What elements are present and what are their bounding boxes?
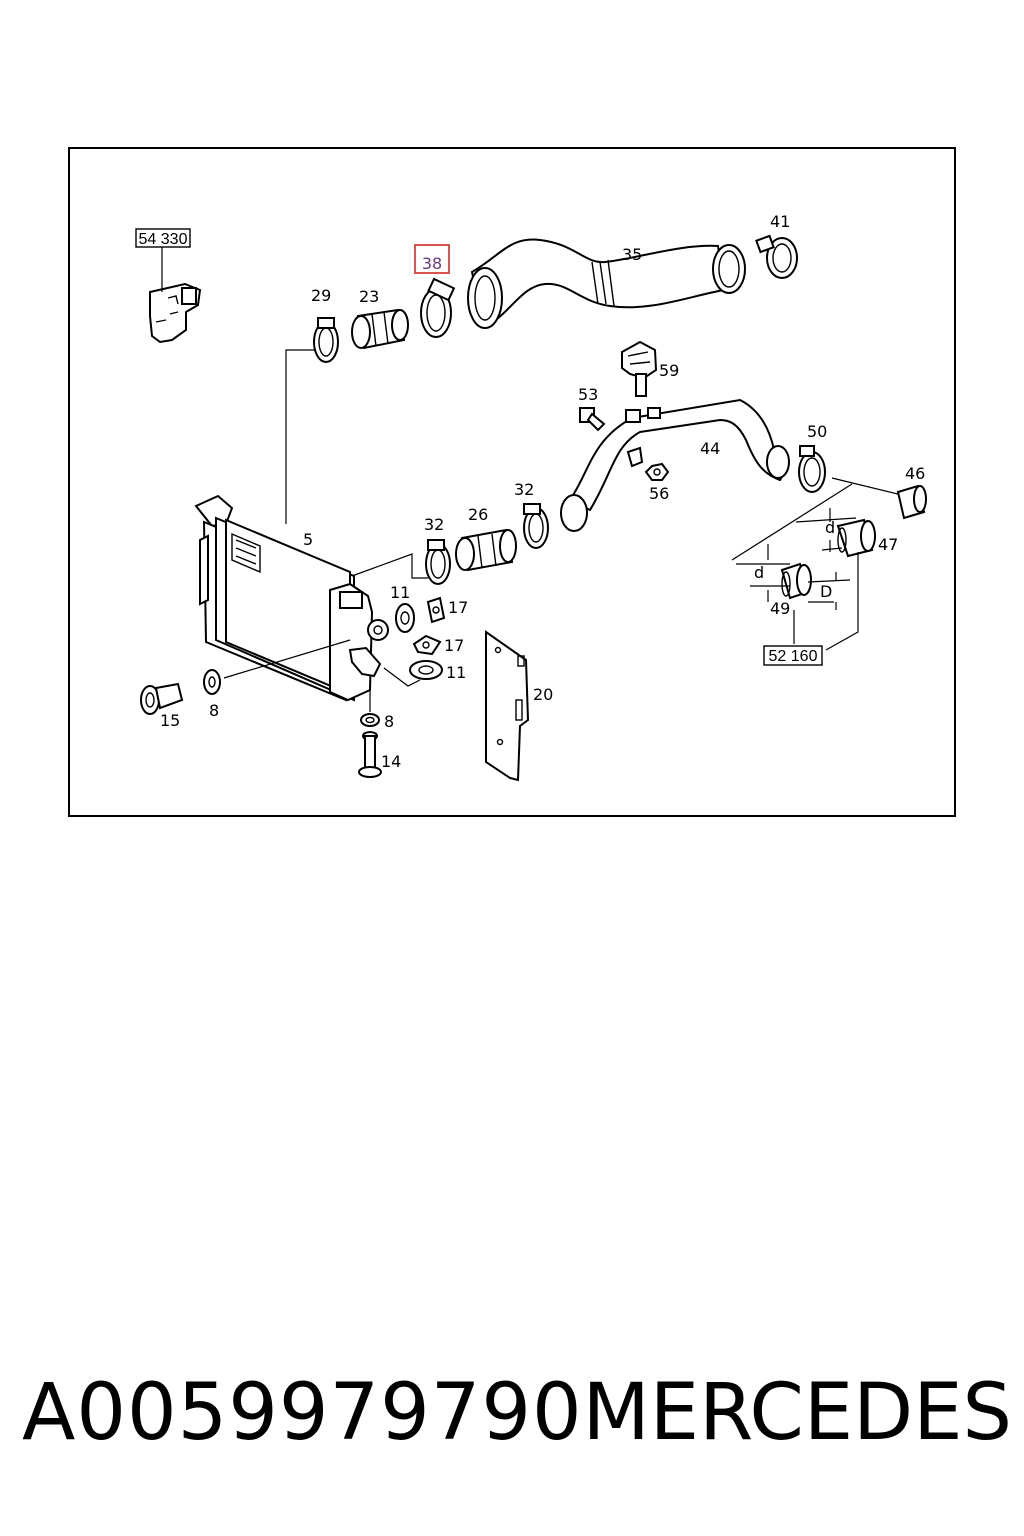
- part-53-bolt[interactable]: [579, 407, 606, 432]
- part-8a-bushing[interactable]: [203, 669, 221, 695]
- part-26-sleeve[interactable]: [455, 528, 517, 572]
- callout-41: 41: [770, 212, 790, 231]
- callout-52160: 52 160: [769, 648, 818, 665]
- callout-15: 15: [160, 711, 180, 730]
- part-17b-clip[interactable]: [412, 634, 442, 656]
- callout-35: 35: [622, 245, 642, 264]
- callout-50: 50: [807, 422, 827, 441]
- part-49-sleeve[interactable]: [780, 562, 812, 600]
- part-41-clamp[interactable]: [755, 234, 798, 279]
- callout-23: 23: [359, 287, 379, 306]
- part-11b-washer[interactable]: [409, 660, 443, 680]
- callout-44: 44: [700, 439, 720, 458]
- callout-20: 20: [533, 685, 553, 704]
- callout-38: 38: [422, 254, 442, 273]
- callout-56: 56: [649, 484, 669, 503]
- leader-46: [831, 477, 907, 497]
- callout-box-38: [414, 244, 450, 274]
- part-number: A0059979790: [22, 1368, 583, 1458]
- diagram-frame: [68, 147, 956, 817]
- callout-11a: 11: [390, 583, 410, 602]
- part-44-pipe[interactable]: [560, 398, 790, 532]
- part-35-hose[interactable]: [467, 238, 746, 329]
- leader-8a: [223, 639, 351, 679]
- part-38-clamp[interactable]: [420, 277, 456, 338]
- part-59-valve[interactable]: [621, 340, 658, 397]
- part-5-intercooler[interactable]: [194, 494, 389, 702]
- callout-11b: 11: [446, 663, 466, 682]
- callout-53: 53: [578, 385, 598, 404]
- part-15-bolt[interactable]: [140, 682, 184, 715]
- dimension-lines: [731, 483, 859, 651]
- part-32b-clamp[interactable]: [523, 503, 549, 549]
- callout-8a: 8: [209, 701, 219, 720]
- part-mount-bracket[interactable]: [348, 646, 382, 678]
- callout-46: 46: [905, 464, 925, 483]
- callout-17a: 17: [448, 598, 468, 617]
- callout-5: 5: [303, 530, 313, 549]
- callout-14: 14: [381, 752, 401, 771]
- part-11a-washer[interactable]: [395, 603, 415, 633]
- callout-box-54330: [135, 228, 191, 248]
- callout-29: 29: [311, 286, 331, 305]
- leader-5: [285, 349, 316, 524]
- part-32a-clamp[interactable]: [425, 539, 451, 585]
- leader-11b: [383, 667, 421, 687]
- part-50-clamp[interactable]: [798, 445, 826, 493]
- callout-d1: d: [825, 518, 835, 537]
- part-14-bolt[interactable]: [358, 731, 382, 778]
- part-46-sleeve[interactable]: [896, 484, 927, 520]
- callout-26: 26: [468, 505, 488, 524]
- callout-box-52160: [763, 645, 823, 666]
- part-47-sleeve[interactable]: [836, 518, 876, 558]
- part-20-bracket[interactable]: [485, 630, 530, 782]
- callout-47: 47: [878, 535, 898, 554]
- callout-32a: 32: [424, 515, 444, 534]
- callout-D: D: [820, 582, 832, 601]
- callout-32b: 32: [514, 480, 534, 499]
- callout-d2: d: [754, 563, 764, 582]
- part-8b-bushing[interactable]: [360, 713, 380, 727]
- brand-name: MERCEDES: [582, 1368, 1013, 1458]
- callout-49: 49: [770, 599, 790, 618]
- leader-32a: [351, 553, 428, 579]
- part-56-nut[interactable]: [644, 462, 670, 481]
- part-17a-clip[interactable]: [426, 596, 446, 624]
- callout-17b: 17: [444, 636, 464, 655]
- part-54330-sensor[interactable]: [149, 282, 202, 344]
- part-29-clamp[interactable]: [313, 317, 339, 363]
- callout-59: 59: [659, 361, 679, 380]
- callout-54330: 54 330: [139, 231, 188, 248]
- caption: A0059979790 MERCEDES: [22, 1368, 1012, 1478]
- callout-8b: 8: [384, 712, 394, 731]
- part-23-sleeve[interactable]: [351, 308, 409, 350]
